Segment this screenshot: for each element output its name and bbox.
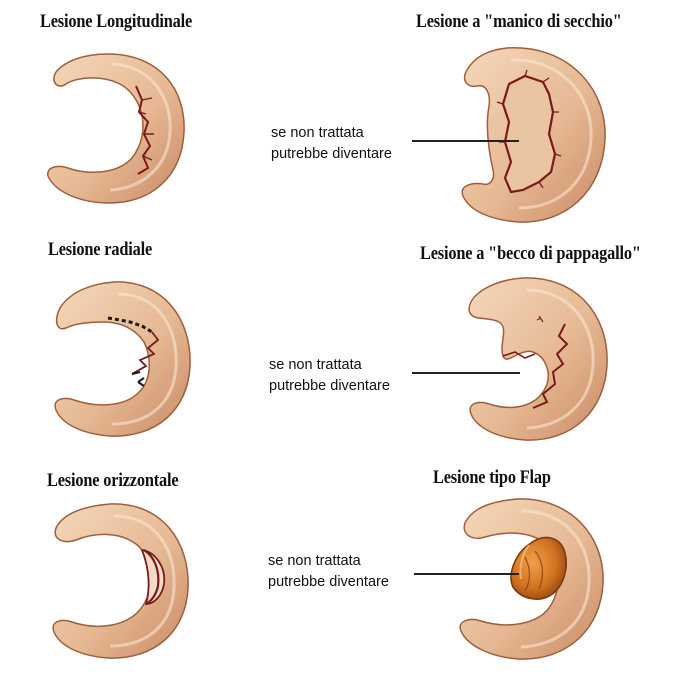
parrot-beak-tear-line <box>532 323 569 409</box>
panel-title-flap: Lesione tipo Flap <box>433 467 551 488</box>
meniscus-longitudinal-tear <box>47 53 185 204</box>
leader-line-flap <box>414 573 519 575</box>
horizontal-tear-flap <box>140 548 166 605</box>
panel-title-parrot-beak: Lesione a "becco di pappagallo" <box>420 243 641 264</box>
meniscus-bucket-handle-tear <box>461 47 606 223</box>
caption-line-2: putrebbe diventare <box>269 378 390 394</box>
caption-line-1: se non trattata <box>271 125 364 141</box>
caption-line-2: putrebbe diventare <box>271 146 392 162</box>
caption-line-2: putrebbe diventare <box>268 574 389 590</box>
meniscus-flap-tear <box>459 498 604 660</box>
caption-line-1: se non trattata <box>268 553 361 569</box>
bucket-handle-tear-outline <box>501 74 557 194</box>
caption-parrot-beak: se non trattata putrebbe diventare <box>269 355 390 397</box>
meniscus-parrot-beak-tear <box>468 277 608 441</box>
meniscus-horizontal-tear <box>52 503 189 659</box>
leader-line-bucket-handle <box>412 140 519 142</box>
meniscus-radial-tear <box>54 281 191 437</box>
panel-title-longitudinal: Lesione Longitudinale <box>40 11 193 32</box>
caption-line-1: se non trattata <box>269 357 362 373</box>
panel-title-horizontal: Lesione orizzontale <box>47 470 179 491</box>
leader-line-parrot-beak <box>412 372 520 374</box>
caption-bucket-handle: se non trattata putrebbe diventare <box>271 123 392 165</box>
panel-title-radial: Lesione radiale <box>48 239 153 260</box>
panel-title-bucket-handle: Lesione a "manico di secchio" <box>416 11 622 32</box>
radial-tear-line <box>107 316 153 334</box>
caption-flap: se non trattata putrebbe diventare <box>268 551 389 593</box>
